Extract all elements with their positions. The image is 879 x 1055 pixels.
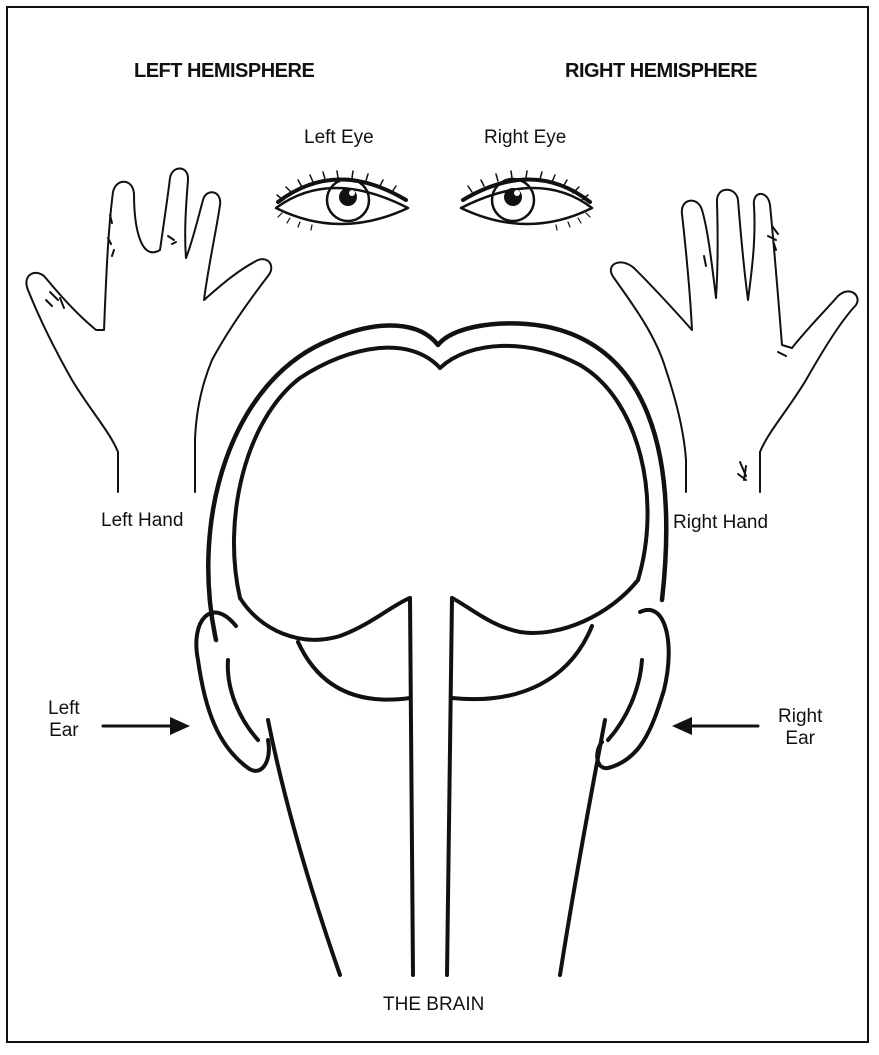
diagram-caption: THE BRAIN [383, 994, 484, 1016]
left-hemisphere-heading: LEFT HEMISPHERE [134, 60, 314, 83]
right-eye-label: Right Eye [484, 127, 566, 149]
right-ear-arrow [672, 717, 758, 735]
right-hand-icon [611, 190, 858, 492]
left-hand-texture [46, 215, 176, 308]
brain-outline [208, 323, 666, 975]
right-ear-label-line1: Right [778, 706, 822, 728]
left-ear-icon [196, 613, 269, 771]
right-hemisphere-heading: RIGHT HEMISPHERE [565, 60, 757, 83]
right-ear-label-line2: Ear [778, 728, 822, 750]
right-hand-texture [704, 226, 786, 480]
left-eye-icon [276, 171, 408, 230]
right-ear-icon [597, 610, 669, 768]
left-hand-label: Left Hand [101, 510, 183, 532]
left-eye-label: Left Eye [304, 127, 374, 149]
left-ear-label-line2: Ear [48, 720, 80, 742]
right-hand-label: Right Hand [673, 512, 768, 534]
right-eye-icon [461, 171, 592, 230]
left-ear-label: Left Ear [48, 698, 80, 742]
right-ear-label: Right Ear [778, 706, 822, 750]
left-ear-label-line1: Left [48, 698, 80, 720]
left-ear-arrow [103, 717, 190, 735]
